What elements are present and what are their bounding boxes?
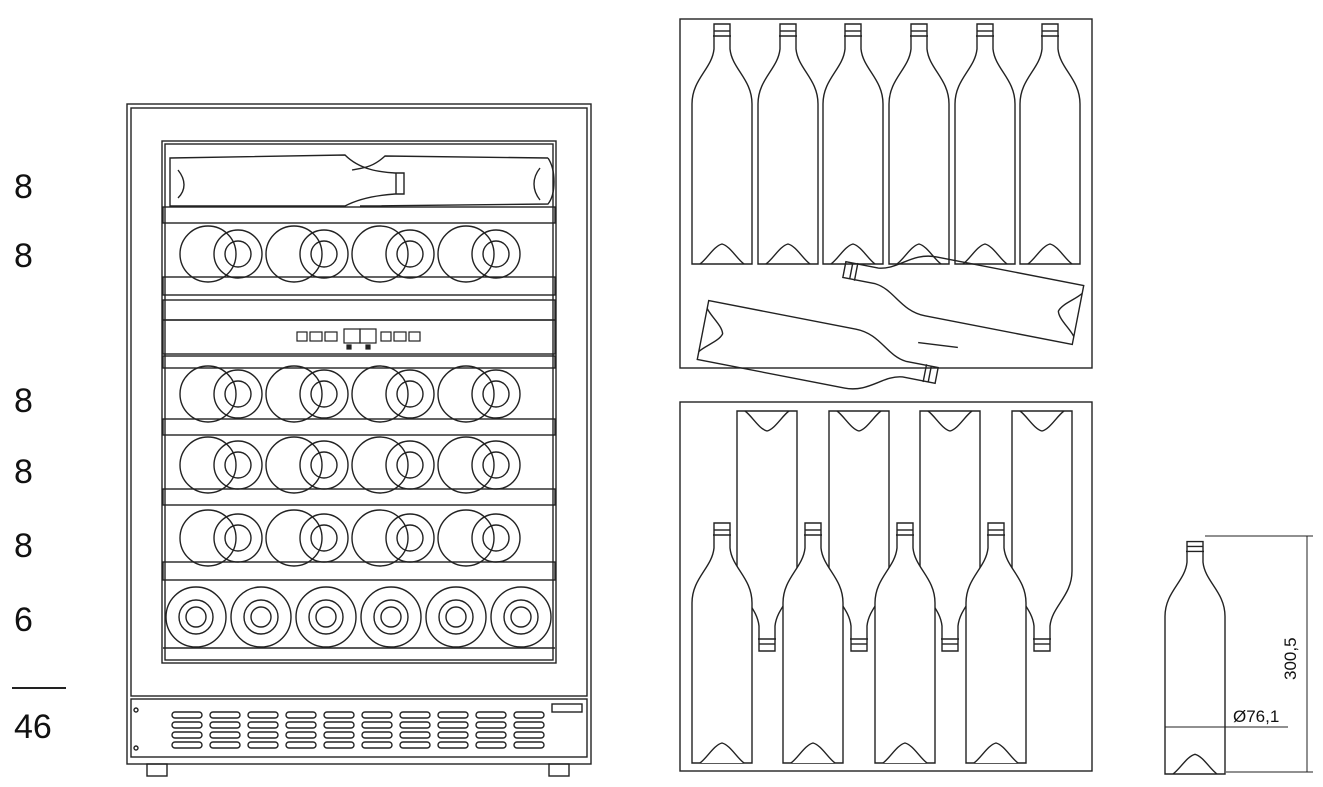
feet: [146, 763, 570, 777]
bottle-height-label: 300,5: [1281, 637, 1300, 680]
upright-bottles-panel: [679, 18, 1093, 390]
shelf-6-bottle-bases: [165, 586, 552, 648]
shelf-6-count: 6: [14, 601, 33, 639]
shelf-2-count: 8: [14, 237, 33, 275]
shelf-3-bottle-ends: [179, 365, 521, 423]
shelf-1-count: 8: [14, 168, 33, 206]
shelf-5-count: 8: [14, 527, 33, 565]
alternating-bottles-panel: [679, 401, 1093, 772]
shelf-4-bottle-ends: [179, 436, 521, 494]
shelf-4-count: 8: [14, 453, 33, 491]
total-count: 46: [14, 708, 52, 746]
bottle-dimension-drawing: [1164, 535, 1313, 775]
control-panel: [296, 328, 421, 350]
shelf-5-bottle-ends: [179, 509, 521, 567]
cabinet-front-view: [126, 103, 592, 777]
bottle-diameter-label: Ø76,1: [1233, 707, 1279, 726]
ventilation-grille: [130, 698, 588, 758]
shelf-3-count: 8: [14, 382, 33, 420]
total-divider: [12, 687, 66, 689]
shelf-2-bottle-ends: [179, 225, 521, 283]
top-shelf-lying-bottles: [169, 154, 555, 207]
